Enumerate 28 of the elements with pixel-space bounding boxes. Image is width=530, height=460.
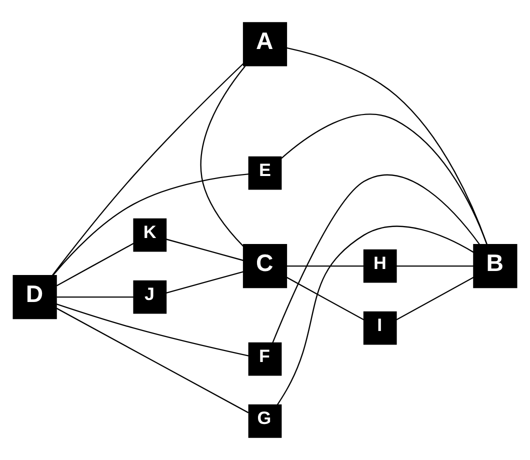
connector — [166, 238, 244, 262]
connector — [396, 276, 474, 320]
node-box: H — [363, 249, 397, 283]
connector — [200, 66, 246, 247]
connector — [396, 265, 474, 267]
connector — [56, 304, 249, 356]
node-box: J — [133, 280, 167, 314]
node-box: D — [12, 275, 57, 320]
node-box: I — [363, 311, 397, 345]
node-box: G — [248, 404, 282, 438]
node-box: C — [242, 244, 288, 288]
connector — [286, 265, 364, 267]
connector — [272, 174, 480, 344]
node-box: A — [242, 22, 288, 66]
connector — [52, 63, 244, 276]
connector — [286, 276, 364, 320]
connector — [281, 114, 488, 244]
node-box: F — [248, 342, 282, 376]
node-box: K — [133, 218, 167, 252]
node-box: E — [248, 156, 282, 190]
connector — [276, 226, 474, 406]
connector — [56, 242, 134, 286]
connector — [166, 271, 244, 294]
connector — [52, 174, 249, 276]
connector — [56, 308, 249, 414]
node-box: B — [473, 244, 518, 288]
connector — [286, 47, 488, 244]
connector — [56, 296, 134, 298]
